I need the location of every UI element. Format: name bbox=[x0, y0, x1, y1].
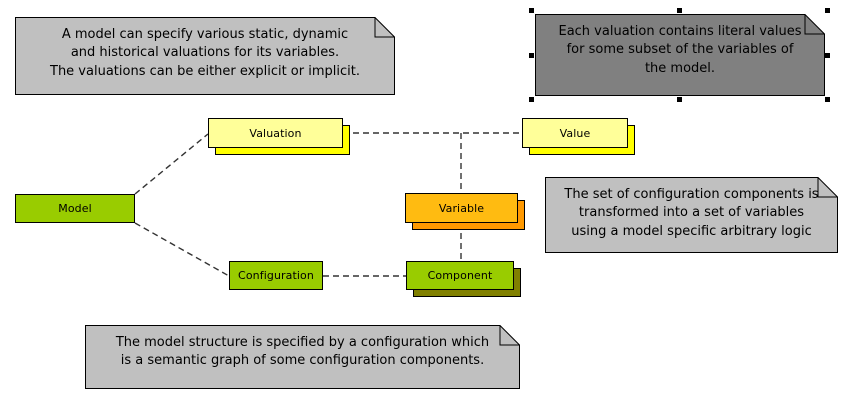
node-valuation[interactable]: Valuation bbox=[208, 118, 343, 148]
node-label-variable: Variable bbox=[438, 201, 485, 215]
node-label-value: Value bbox=[559, 126, 591, 140]
note-body-note-valuation-literals bbox=[535, 14, 825, 96]
edge-model-configuration[interactable] bbox=[134, 222, 230, 277]
node-configuration[interactable]: Configuration bbox=[229, 261, 323, 290]
node-component[interactable]: Component bbox=[406, 261, 514, 290]
node-label-component: Component bbox=[427, 269, 493, 282]
note-note-model-valuations[interactable]: A model can specify various static, dyna… bbox=[15, 17, 395, 95]
note-body-note-configuration-transform bbox=[545, 177, 838, 253]
note-text-note-configuration-transform: The set of configuration components is t… bbox=[564, 187, 819, 239]
note-text-note-valuation-literals: Each valuation contains literal values f… bbox=[558, 24, 802, 76]
note-body-note-model-structure bbox=[85, 325, 520, 389]
note-note-model-structure[interactable]: The model structure is specified by a co… bbox=[85, 325, 520, 389]
node-value[interactable]: Value bbox=[522, 118, 628, 148]
edge-model-valuation[interactable] bbox=[134, 133, 209, 195]
selection-handle-4[interactable] bbox=[825, 53, 830, 58]
node-label-configuration: Configuration bbox=[238, 269, 314, 282]
selection-handle-6[interactable] bbox=[677, 97, 682, 102]
node-model[interactable]: Model bbox=[15, 194, 135, 223]
note-note-valuation-literals[interactable]: Each valuation contains literal values f… bbox=[535, 14, 825, 96]
selection-handle-1[interactable] bbox=[677, 8, 682, 13]
note-note-configuration-transform[interactable]: The set of configuration components is t… bbox=[545, 177, 838, 253]
note-text-note-model-valuations: A model can specify various static, dyna… bbox=[50, 27, 360, 79]
selection-handle-0[interactable] bbox=[529, 8, 534, 13]
selection-handle-2[interactable] bbox=[825, 8, 830, 13]
node-label-valuation: Valuation bbox=[249, 126, 302, 140]
note-body-note-model-valuations bbox=[15, 17, 395, 95]
selection-handle-3[interactable] bbox=[529, 53, 534, 58]
node-label-model: Model bbox=[58, 202, 92, 215]
selection-handle-7[interactable] bbox=[825, 97, 830, 102]
node-variable[interactable]: Variable bbox=[405, 193, 518, 223]
note-text-note-model-structure: The model structure is specified by a co… bbox=[115, 335, 490, 369]
selection-handle-5[interactable] bbox=[529, 97, 534, 102]
